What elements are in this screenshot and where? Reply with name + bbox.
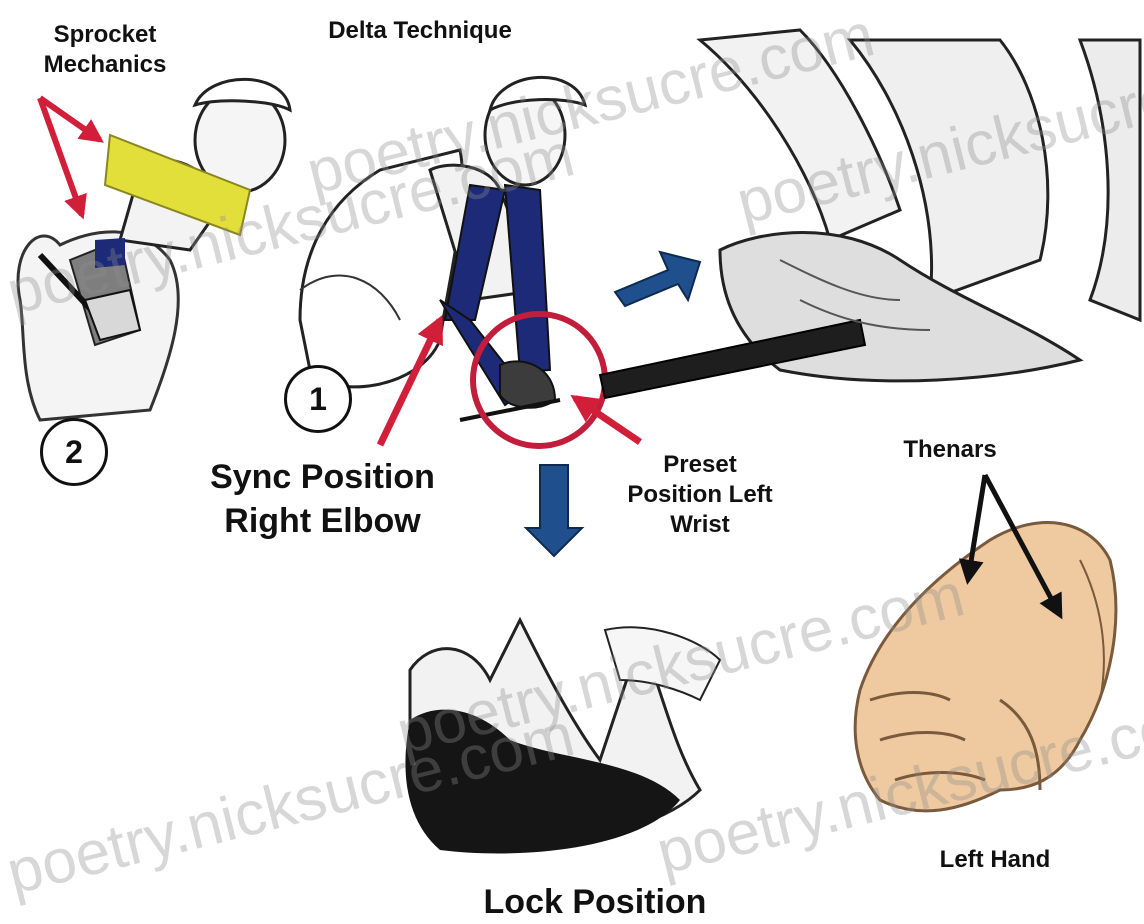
thenars-label: Thenars: [880, 435, 1020, 465]
sprocket-red-arrows: [40, 98, 100, 215]
blue-down-arrow: [526, 465, 582, 556]
sync-position-label: Sync Position Right Elbow: [180, 455, 465, 543]
marker-two: 2: [40, 418, 108, 486]
blue-right-arrow: [615, 252, 700, 306]
marker-one: 1: [284, 365, 352, 433]
delta-technique-label: Delta Technique: [300, 16, 540, 46]
left-hand-label: Left Hand: [910, 845, 1080, 875]
preset-position-label: Preset Position Left Wrist: [600, 450, 800, 540]
sprocket-mechanics-label: Sprocket Mechanics: [20, 20, 190, 80]
lock-position-label: Lock Position: [440, 880, 750, 924]
